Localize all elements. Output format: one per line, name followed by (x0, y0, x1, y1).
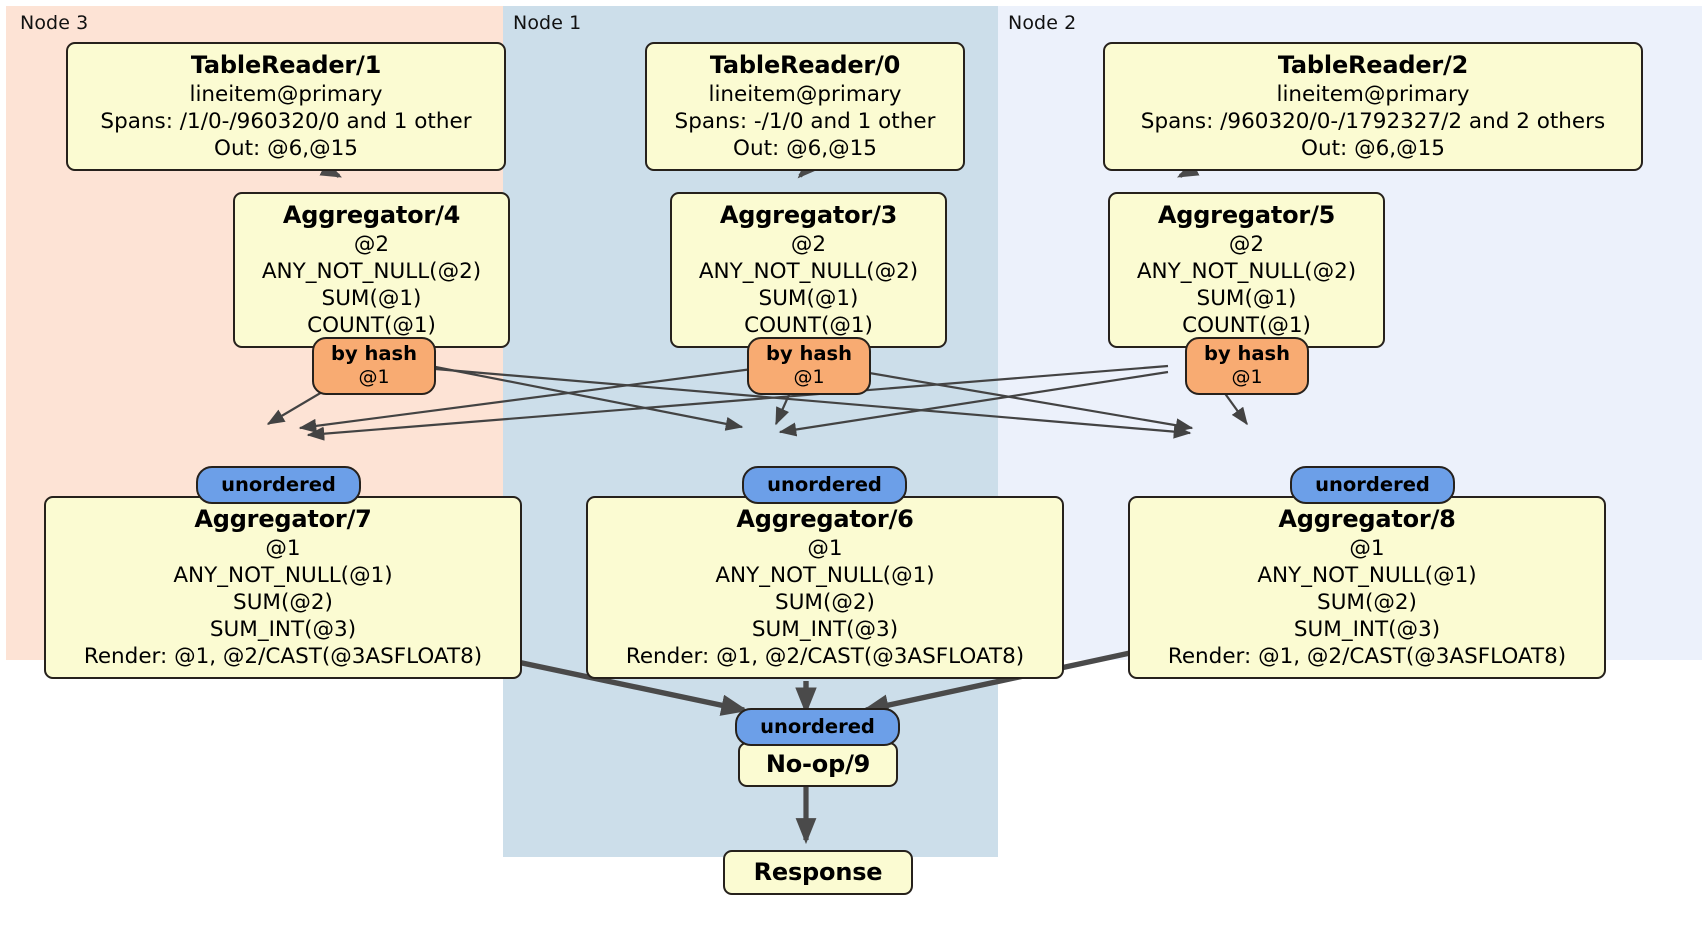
processor-line: Spans: /1/0-/960320/0 and 1 other (100, 109, 472, 134)
processor-title: TableReader/2 (1277, 51, 1469, 79)
processor-line: lineitem@primary (1276, 82, 1470, 107)
processor-line: SUM(@2) (233, 590, 333, 615)
processor-line: SUM_INT(@3) (209, 617, 357, 642)
processor-line: Spans: /960320/0-/1792327/2 and 2 others (1140, 109, 1606, 134)
processor-line: COUNT(@1) (744, 313, 873, 338)
processor-title: TableReader/1 (190, 51, 382, 79)
collector-badge-label: unordered (767, 473, 882, 496)
router-badge-by-hash-center[interactable]: by hash @1 (747, 337, 871, 395)
processor-line: ANY_NOT_NULL(@1) (1257, 563, 1477, 588)
processor-line: @2 (1228, 232, 1265, 257)
processor-aggregator-6[interactable]: Aggregator/6 @1 ANY_NOT_NULL(@1) SUM(@2)… (586, 496, 1064, 679)
collector-badge-unordered-left[interactable]: unordered (196, 466, 361, 504)
processor-line: ANY_NOT_NULL(@2) (261, 259, 482, 284)
processor-line: ANY_NOT_NULL(@1) (715, 563, 935, 588)
processor-line: lineitem@primary (708, 82, 902, 107)
processor-line: @1 (807, 536, 843, 561)
processor-aggregator-3[interactable]: Aggregator/3 @2 ANY_NOT_NULL(@2) SUM(@1)… (670, 192, 947, 348)
processor-line: SUM(@2) (775, 590, 875, 615)
processor-aggregator-5[interactable]: Aggregator/5 @2 ANY_NOT_NULL(@2) SUM(@1)… (1108, 192, 1385, 348)
processor-line: Spans: -/1/0 and 1 other (674, 109, 936, 134)
processor-line: COUNT(@1) (307, 313, 436, 338)
collector-badge-label: unordered (221, 473, 336, 496)
processor-line: @1 (265, 536, 301, 561)
processor-line: @2 (353, 232, 390, 257)
processor-table-reader-1[interactable]: TableReader/1 lineitem@primary Spans: /1… (66, 42, 506, 171)
processor-response[interactable]: Response (723, 850, 913, 895)
node-label-node-1: Node 1 (513, 12, 582, 34)
processor-aggregator-8[interactable]: Aggregator/8 @1 ANY_NOT_NULL(@1) SUM(@2)… (1128, 496, 1606, 679)
processor-line: SUM(@1) (1196, 286, 1297, 311)
processor-aggregator-4[interactable]: Aggregator/4 @2 ANY_NOT_NULL(@2) SUM(@1)… (233, 192, 510, 348)
processor-title: Aggregator/6 (736, 505, 914, 533)
node-label-node-3: Node 3 (20, 12, 89, 34)
processor-title: Response (753, 858, 883, 886)
processor-line: Out: @6,@15 (1301, 136, 1445, 161)
collector-badge-label: unordered (760, 715, 875, 738)
processor-title: Aggregator/3 (719, 201, 898, 229)
processor-no-op-9[interactable]: No-op/9 (738, 742, 898, 787)
processor-line: Render: @1, @2/CAST(@3ASFLOAT8) (83, 644, 483, 669)
processor-title: Aggregator/4 (282, 201, 461, 229)
router-badge-label: by hash (766, 342, 852, 365)
processor-line: ANY_NOT_NULL(@2) (1136, 259, 1357, 284)
processor-line: SUM(@1) (758, 286, 859, 311)
processor-table-reader-0[interactable]: TableReader/0 lineitem@primary Spans: -/… (645, 42, 965, 171)
processor-title: TableReader/0 (709, 51, 901, 79)
processor-line: SUM_INT(@3) (751, 617, 899, 642)
processor-line: Out: @6,@15 (214, 136, 358, 161)
processor-title: Aggregator/8 (1278, 505, 1456, 533)
processor-line: SUM(@1) (321, 286, 422, 311)
router-badge-by-hash-left[interactable]: by hash @1 (312, 337, 436, 395)
router-badge-label: by hash (1204, 342, 1290, 365)
processor-line: lineitem@primary (189, 82, 383, 107)
processor-line: Render: @1, @2/CAST(@3ASFLOAT8) (1167, 644, 1567, 669)
processor-title: No-op/9 (765, 750, 871, 778)
router-badge-label: by hash (331, 342, 417, 365)
processor-line: ANY_NOT_NULL(@2) (698, 259, 919, 284)
router-badge-column: @1 (793, 366, 825, 388)
router-badge-column: @1 (358, 366, 390, 388)
processor-line: SUM_INT(@3) (1293, 617, 1441, 642)
router-badge-by-hash-right[interactable]: by hash @1 (1185, 337, 1309, 395)
processor-line: COUNT(@1) (1182, 313, 1311, 338)
router-badge-column: @1 (1231, 366, 1263, 388)
processor-title: Aggregator/5 (1157, 201, 1336, 229)
processor-aggregator-7[interactable]: Aggregator/7 @1 ANY_NOT_NULL(@1) SUM(@2)… (44, 496, 522, 679)
collector-badge-label: unordered (1315, 473, 1430, 496)
collector-badge-unordered-final[interactable]: unordered (735, 708, 900, 746)
processor-line: @2 (790, 232, 827, 257)
processor-line: Out: @6,@15 (733, 136, 877, 161)
processor-title: Aggregator/7 (194, 505, 372, 533)
processor-table-reader-2[interactable]: TableReader/2 lineitem@primary Spans: /9… (1103, 42, 1643, 171)
processor-line: SUM(@2) (1317, 590, 1417, 615)
collector-badge-unordered-center[interactable]: unordered (742, 466, 907, 504)
collector-badge-unordered-right[interactable]: unordered (1290, 466, 1455, 504)
processor-line: Render: @1, @2/CAST(@3ASFLOAT8) (625, 644, 1025, 669)
processor-line: @1 (1349, 536, 1385, 561)
node-label-node-2: Node 2 (1008, 12, 1077, 34)
processor-line: ANY_NOT_NULL(@1) (173, 563, 393, 588)
